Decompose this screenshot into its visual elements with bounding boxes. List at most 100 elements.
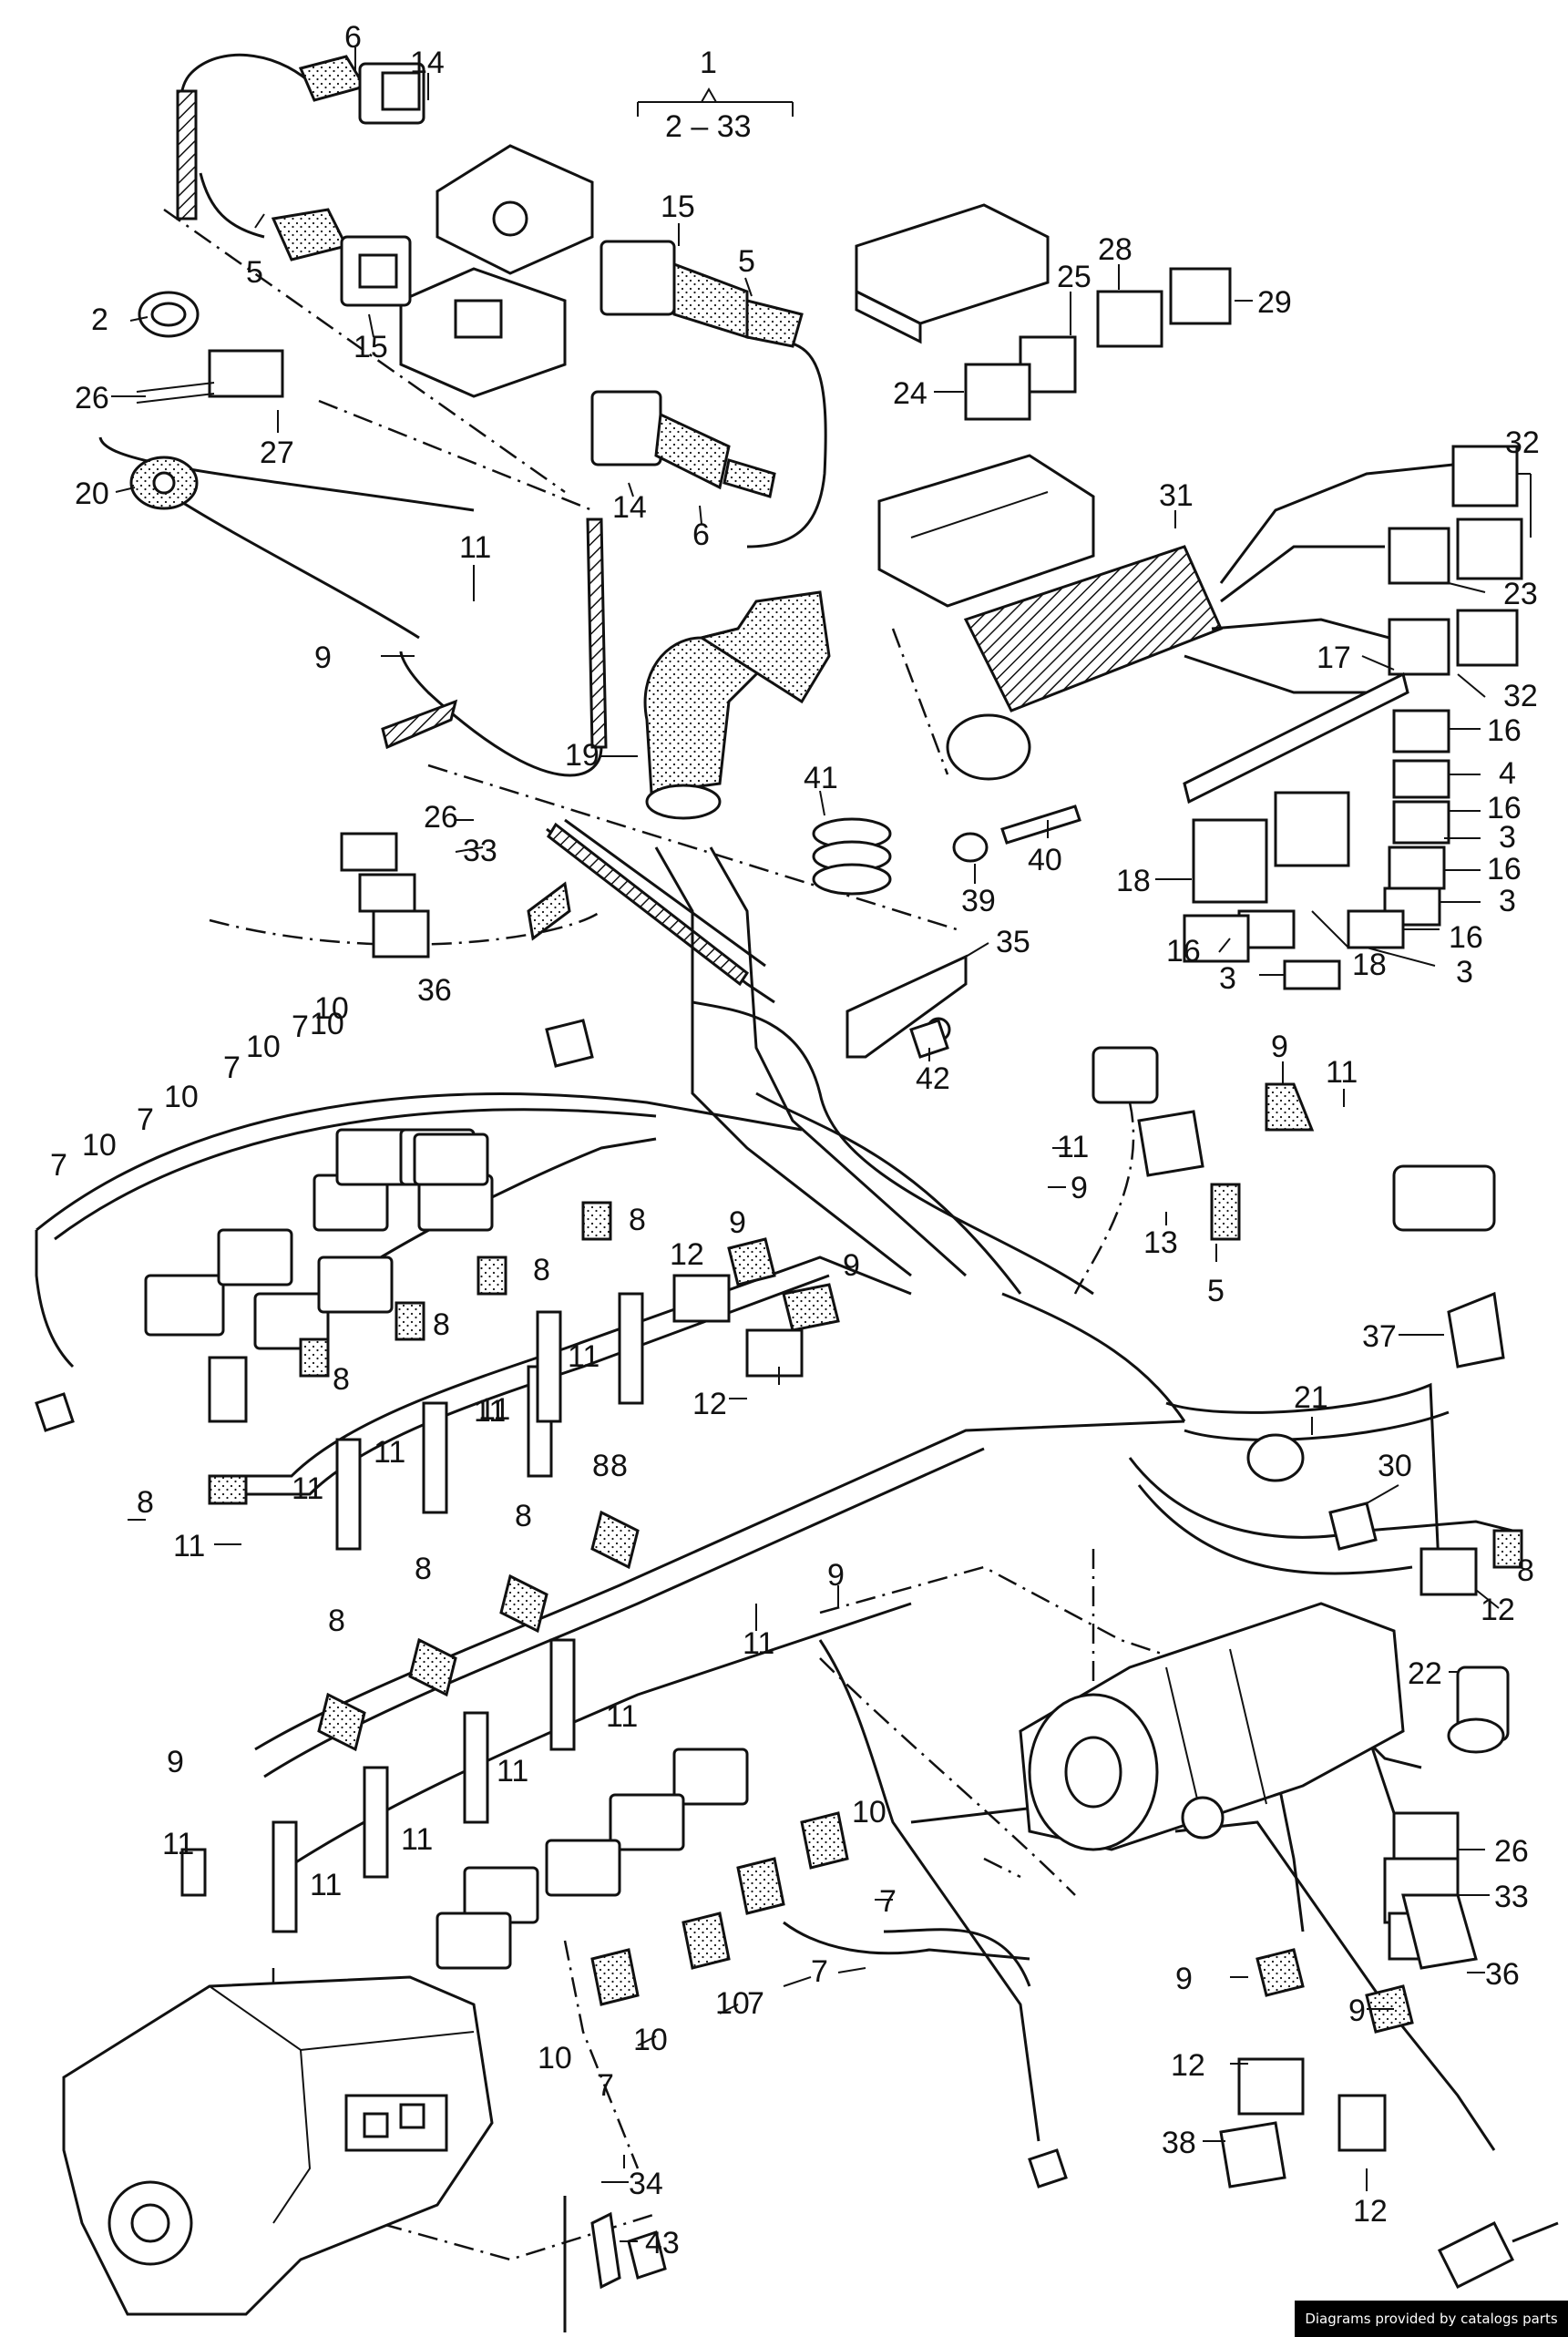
callout-7: 7 [747, 1986, 764, 2021]
callout-26: 26 [75, 381, 109, 415]
callout-3: 3 [1499, 884, 1516, 918]
callout-32: 32 [1503, 679, 1538, 713]
sensor-13-5 [1091, 1046, 1241, 1241]
callout-8: 8 [610, 1449, 628, 1483]
connector-8-12-right [1419, 1529, 1523, 1596]
relay-24 [964, 363, 1031, 421]
callout-36: 36 [1485, 1957, 1520, 1992]
callout-40: 40 [1028, 843, 1062, 877]
callout-11: 11 [1057, 1130, 1089, 1164]
ignition-coils-lower [436, 1748, 849, 2006]
fuse-relay-panel-17 [1183, 671, 1409, 805]
callout-10: 10 [246, 1030, 281, 1064]
callout-33: 33 [463, 834, 497, 868]
callout-12: 12 [670, 1237, 704, 1272]
callout-11: 11 [568, 1339, 600, 1374]
relay-29 [1169, 267, 1232, 325]
sensor-connector-15-top [271, 208, 412, 307]
engine-block [62, 1975, 494, 2316]
callout-26: 26 [1494, 1834, 1529, 1869]
callout-15: 15 [661, 190, 695, 224]
callout-8: 8 [515, 1499, 532, 1533]
callout-12: 12 [1481, 1593, 1515, 1627]
callout-28: 28 [1098, 232, 1132, 267]
gasket-41 [812, 817, 892, 896]
callout-8: 8 [328, 1604, 345, 1638]
main-wiring-harness [35, 53, 1513, 2151]
callout-10: 10 [538, 2041, 572, 2076]
callout-15: 15 [354, 330, 388, 364]
hose-clamp-2 [138, 291, 200, 338]
diagram-credit-banner: Diagrams provided by catalogs parts [1295, 2301, 1568, 2337]
callout-16: 16 [1487, 852, 1522, 887]
ground-ring-20 [129, 456, 199, 510]
callout-5: 5 [1207, 1274, 1225, 1308]
sleeve-39-40 [952, 805, 1081, 863]
callout-34: 34 [629, 2167, 663, 2201]
callout-8: 8 [629, 1203, 646, 1237]
harness-bundle-right [946, 463, 1454, 781]
callout-27: 27 [260, 436, 294, 470]
callout-11: 11 [374, 1435, 405, 1470]
callout-leaders [111, 47, 1532, 2242]
callout-18: 18 [1116, 864, 1151, 898]
callout-10: 10 [164, 1080, 199, 1114]
callout-9: 9 [314, 641, 332, 675]
callout-8: 8 [592, 1449, 610, 1483]
callout-11: 11 [162, 1827, 194, 1861]
connector-block-26-27 [136, 349, 284, 404]
callout-16: 16 [1487, 791, 1522, 825]
callout-7: 7 [597, 2068, 614, 2103]
callout-11: 11 [173, 1529, 205, 1563]
callout-29: 29 [1257, 285, 1292, 320]
callout-31: 31 [1159, 478, 1194, 513]
callout-7: 7 [223, 1051, 241, 1085]
callout-14: 14 [612, 490, 647, 525]
callout-10: 10 [310, 1007, 344, 1041]
callout-10: 10 [82, 1128, 117, 1163]
callout-12: 12 [1171, 2048, 1205, 2083]
connector-37 [1447, 1291, 1505, 1368]
callout-16: 16 [1166, 934, 1201, 969]
callout-43: 43 [645, 2226, 680, 2260]
callout-8: 8 [533, 1253, 550, 1287]
callout-7: 7 [811, 1954, 828, 1989]
transmission [1019, 1602, 1405, 1851]
injectors-lower-bank [180, 1510, 640, 1933]
callout-8: 8 [333, 1362, 350, 1397]
callout-32: 32 [1505, 425, 1540, 460]
callout-9: 9 [1348, 1994, 1366, 2028]
callout-6: 6 [692, 518, 710, 552]
temp-sender-right [1265, 1082, 1496, 1232]
callout-11: 11 [292, 1471, 323, 1506]
callout-42: 42 [916, 1061, 950, 1096]
callout-7: 7 [137, 1102, 154, 1137]
callout-39: 39 [961, 884, 996, 918]
callout-10: 10 [633, 2023, 668, 2057]
callout-3: 3 [1499, 820, 1516, 855]
callout-38: 38 [1162, 2126, 1196, 2160]
callout-12: 12 [692, 1387, 727, 1421]
callout-9: 9 [729, 1205, 746, 1240]
callout-11: 11 [310, 1868, 342, 1902]
motronic-control-unit [855, 203, 1050, 344]
relay-cluster-32-23 [1388, 445, 1523, 676]
callout-21: 21 [1294, 1380, 1328, 1415]
relays-16-3-4 [1183, 709, 1450, 990]
callout-8: 8 [1517, 1553, 1534, 1588]
connector-26-33-36-right [1383, 1811, 1478, 1970]
callout-11: 11 [474, 1394, 506, 1429]
callout-24: 24 [893, 376, 927, 411]
knock-sensor-connector-left [527, 881, 594, 1068]
callout-7: 7 [50, 1148, 67, 1183]
callout-19: 19 [565, 738, 600, 773]
callout-14: 14 [410, 46, 445, 80]
callout-11: 11 [478, 1392, 510, 1427]
callout-17: 17 [1317, 641, 1351, 675]
group-bracket [637, 87, 794, 117]
connector-14-6-mid [590, 390, 776, 498]
callout-11: 11 [743, 1626, 774, 1661]
header-group-range: 2 – 33 [665, 109, 752, 144]
connector-26-33-36-mid [340, 832, 430, 958]
